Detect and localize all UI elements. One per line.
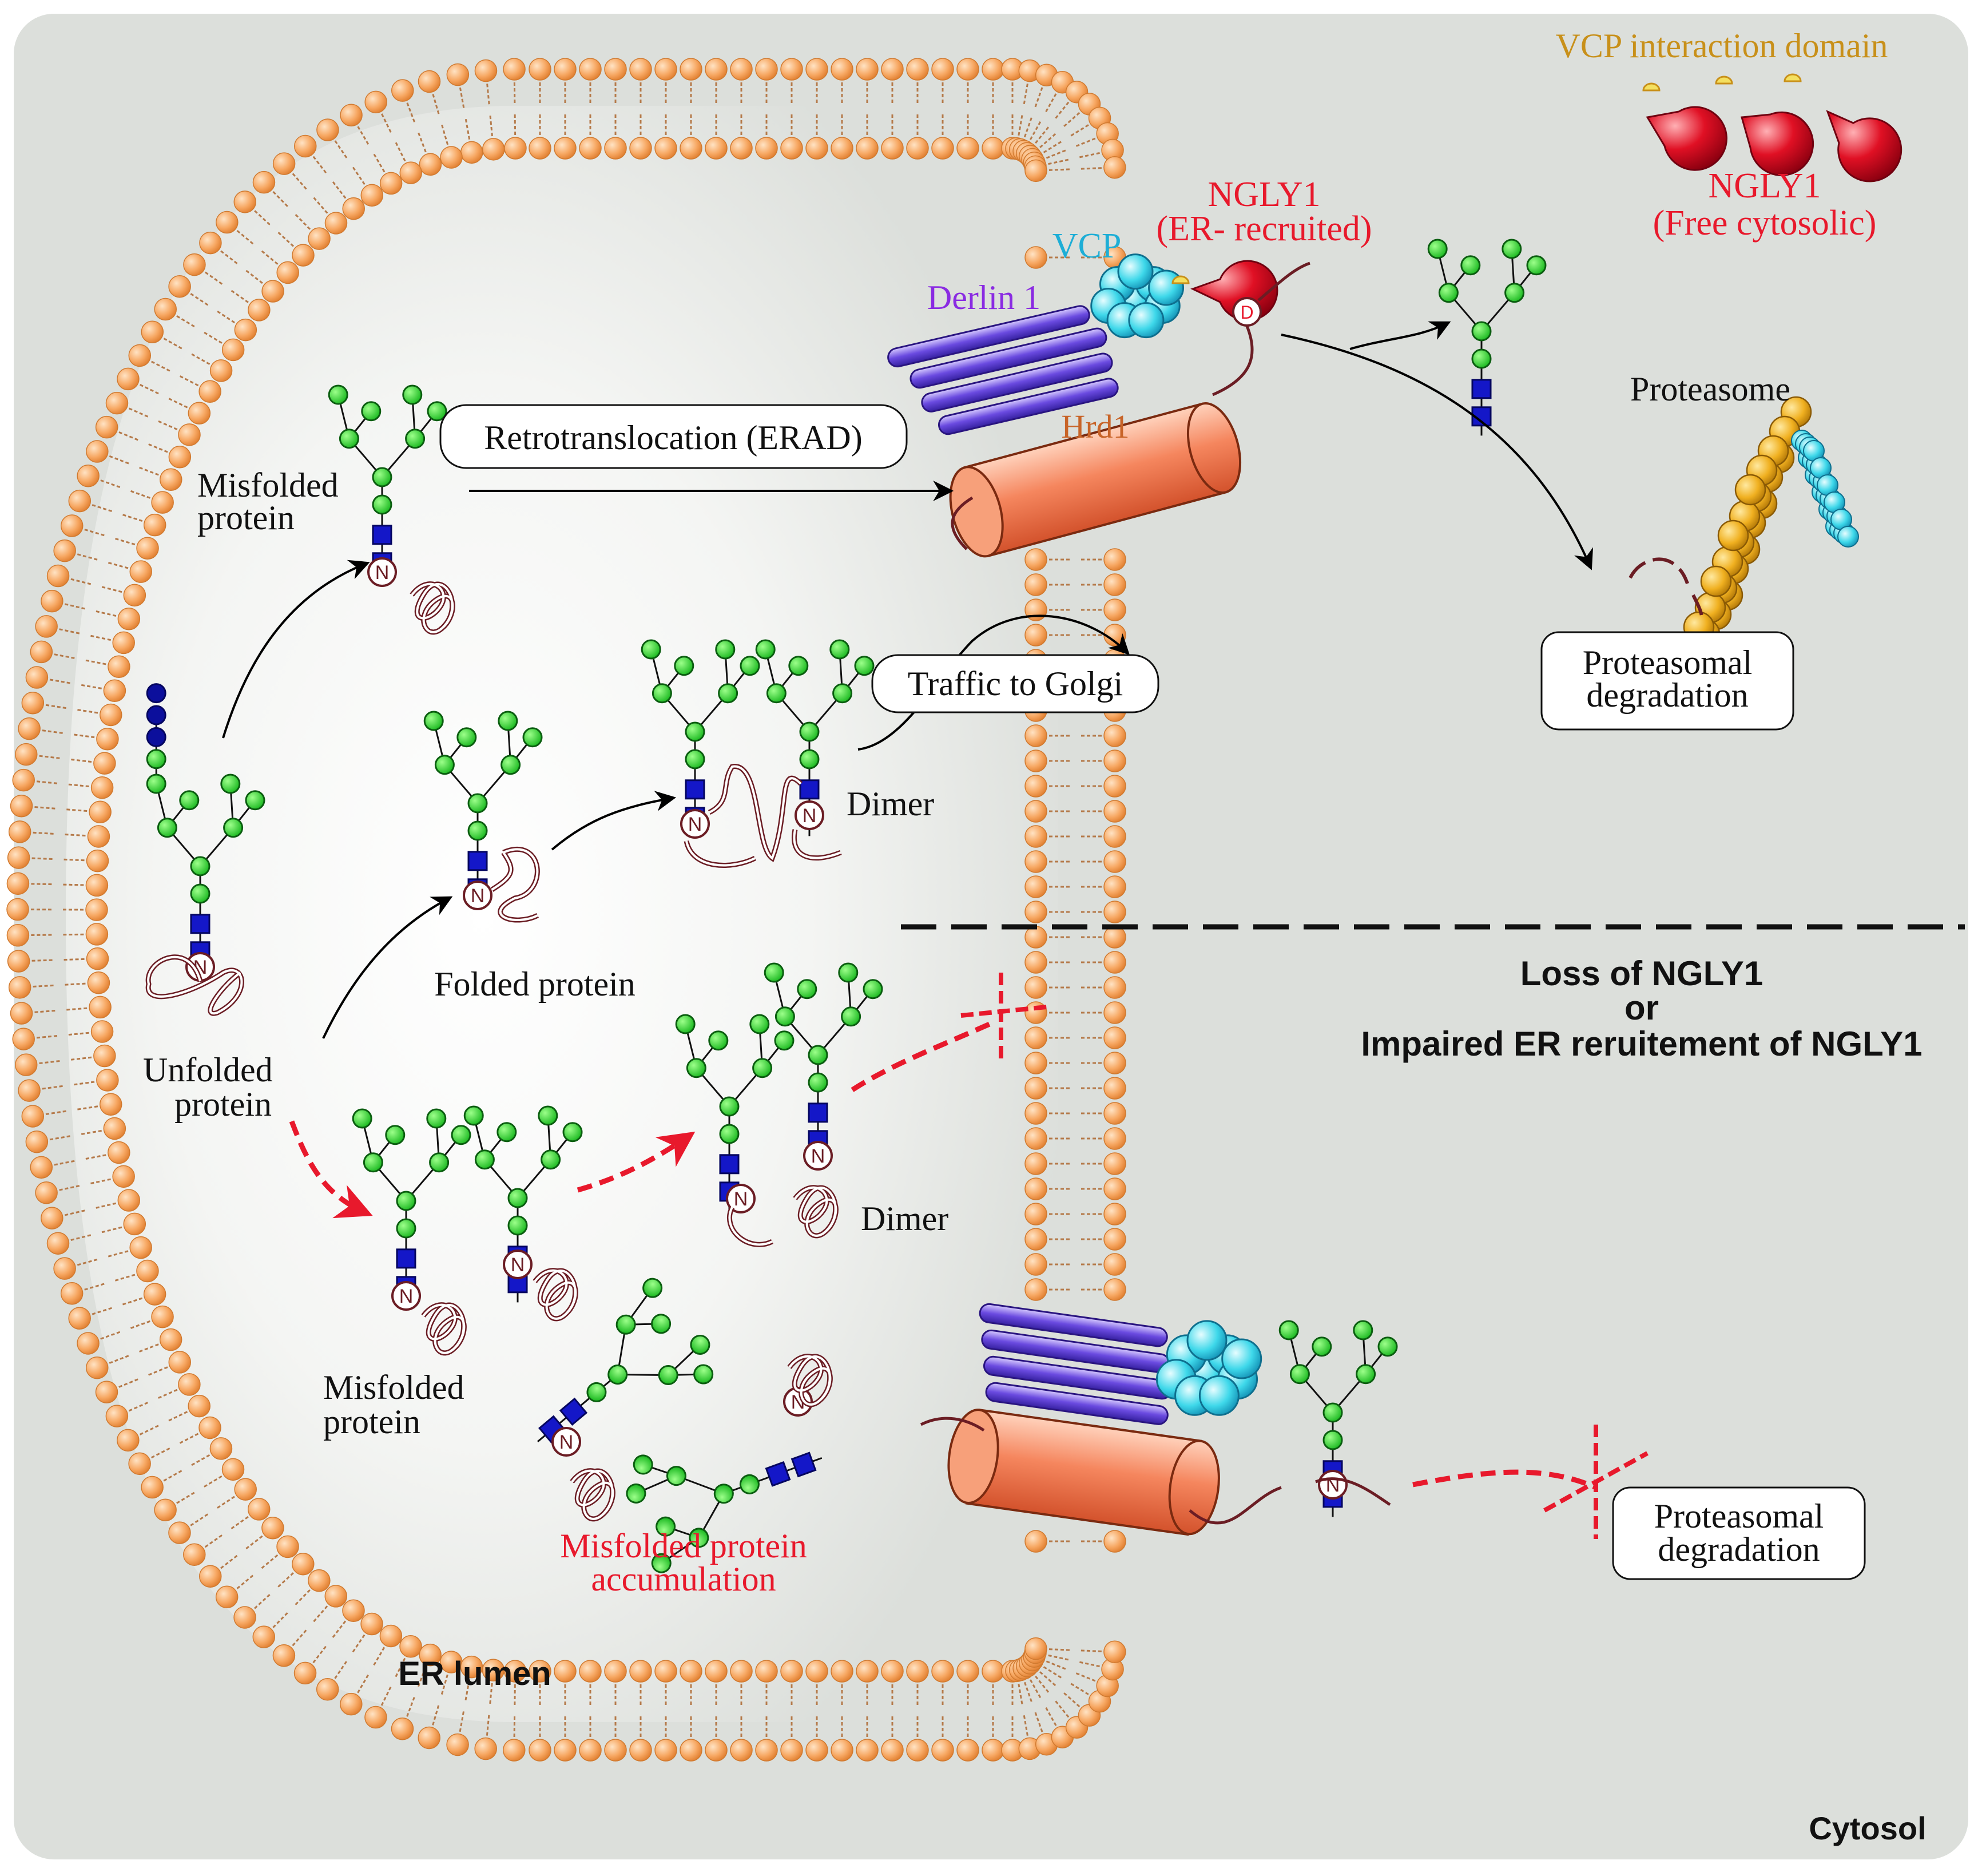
- proteasomal-degradation-2-label-1: Proteasomal: [1654, 1497, 1824, 1535]
- loss-label-1: Loss of NGLY1: [1520, 954, 1763, 993]
- unfolded-label-1: Unfolded: [143, 1051, 273, 1089]
- svg-text:N: N: [811, 1145, 825, 1167]
- derlin1-label: Derlin 1: [927, 279, 1040, 316]
- traffic-golgi-label: Traffic to Golgi: [908, 665, 1123, 703]
- unfolded-label-2: protein: [174, 1085, 272, 1123]
- svg-text:N: N: [375, 562, 390, 584]
- proteasomal-degradation-2-label-2: degradation: [1658, 1530, 1820, 1568]
- dimer-bottom-label: Dimer: [861, 1200, 948, 1238]
- ngly1-er-label-2: (ER- recruited): [1157, 209, 1372, 248]
- retrotranslocation-label: Retrotranslocation (ERAD): [484, 419, 863, 457]
- svg-text:N: N: [734, 1188, 748, 1210]
- ngly1-free-label-2: (Free cytosolic): [1653, 204, 1877, 243]
- proteasomal-degradation-1-label-2: degradation: [1586, 676, 1748, 714]
- svg-text:N: N: [471, 885, 485, 907]
- svg-text:N: N: [399, 1286, 414, 1307]
- svg-text:N: N: [511, 1254, 525, 1276]
- vcp-interaction-domain-label: VCP interaction domain: [1555, 27, 1888, 65]
- accumulation-label-2: accumulation: [591, 1560, 776, 1598]
- ngly1-er-label-1: NGLY1: [1208, 175, 1321, 214]
- vcp-label: VCP: [1052, 227, 1122, 265]
- svg-text:N: N: [803, 805, 817, 827]
- d-residue-label: D: [1240, 302, 1253, 323]
- cytosol-label: Cytosol: [1809, 1810, 1926, 1846]
- hrd1-label: Hrd1: [1061, 408, 1129, 445]
- folded-protein-label: Folded protein: [434, 965, 635, 1003]
- accumulation-label-1: Misfolded protein: [560, 1527, 807, 1565]
- ngly1-free-label-1: NGLY1: [1709, 166, 1821, 205]
- misfolded-top-label-2: protein: [197, 499, 295, 537]
- proteasome-label: Proteasome: [1630, 370, 1790, 408]
- loss-label-2: or: [1624, 989, 1659, 1027]
- svg-text:N: N: [688, 814, 702, 835]
- misfolded-bottom-label-2: protein: [323, 1403, 420, 1441]
- ngly1-er-vcp-domain: [1173, 276, 1189, 283]
- er-lumen-label: ER lumen: [398, 1655, 551, 1692]
- misfolded-bottom-label-1: Misfolded: [323, 1369, 464, 1406]
- dimer-top-label: Dimer: [847, 785, 934, 823]
- loss-label-3: Impaired ER reruitement of NGLY1: [1361, 1025, 1922, 1063]
- svg-text:N: N: [559, 1431, 574, 1453]
